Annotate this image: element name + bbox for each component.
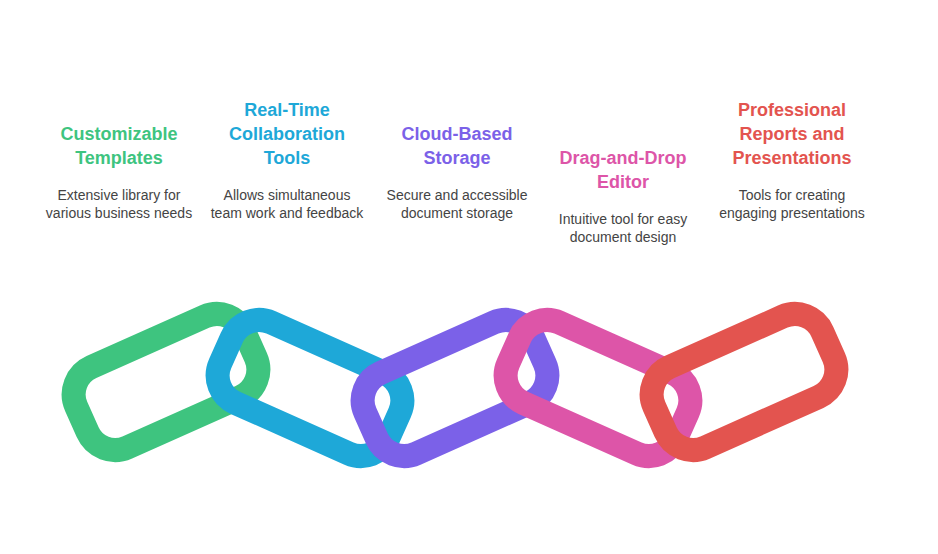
chain-link [642, 304, 846, 459]
feature-title: Customizable Templates [44, 122, 194, 170]
feature-description: Intuitive tool for easy document design [543, 210, 703, 246]
feature-item: Customizable TemplatesExtensive library … [44, 122, 194, 222]
feature-description: Tools for creating engaging presentation… [717, 186, 867, 222]
feature-title: Cloud-Based Storage [382, 122, 532, 170]
feature-title: Professional Reports and Presentations [717, 98, 867, 170]
feature-item: Professional Reports and PresentationsTo… [717, 98, 867, 222]
feature-title: Real-Time Collaboration Tools [207, 98, 367, 170]
feature-description: Allows simultaneous team work and feedba… [207, 186, 367, 222]
feature-item: Real-Time Collaboration ToolsAllows simu… [207, 98, 367, 222]
feature-title: Drag-and-Drop Editor [543, 146, 703, 194]
feature-item: Cloud-Based StorageSecure and accessible… [382, 122, 532, 222]
feature-item: Drag-and-Drop EditorIntuitive tool for e… [543, 146, 703, 246]
feature-description: Extensive library for various business n… [44, 186, 194, 222]
feature-description: Secure and accessible document storage [382, 186, 532, 222]
